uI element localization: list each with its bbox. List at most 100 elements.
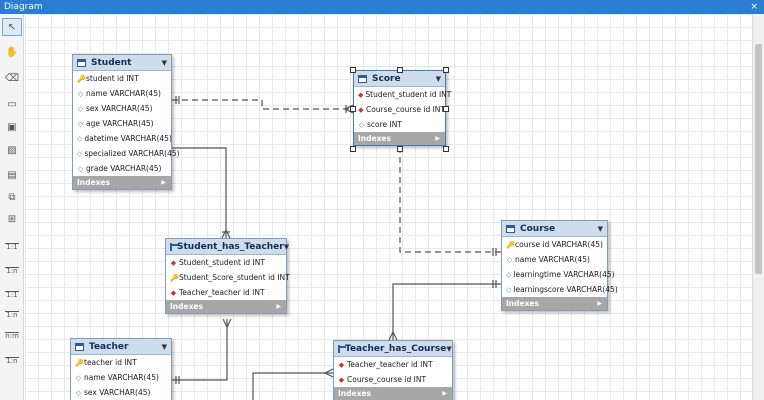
column-row[interactable]: ◇age VARCHAR(45)	[73, 116, 171, 131]
indexes-label: Indexes	[358, 134, 391, 143]
indexes-label: Indexes	[77, 178, 110, 187]
resize-handle[interactable]	[350, 146, 356, 152]
image-tool-icon[interactable]: ▨	[7, 144, 17, 156]
indexes-bar[interactable]: Indexes ▶	[334, 387, 452, 400]
table-course[interactable]: Course ▼ 🔑course id VARCHAR(45) ◇name VA…	[501, 220, 618, 311]
column-label: Teacher_teacher id INT	[179, 288, 265, 297]
column-row[interactable]: ◆Course_course id INT	[334, 372, 452, 387]
resize-handle[interactable]	[397, 146, 403, 152]
select-tool-icon[interactable]: ↖	[2, 18, 22, 36]
table-header[interactable]: Course ▼	[502, 221, 607, 237]
scrollbar-thumb[interactable]	[755, 44, 762, 274]
table-teacher[interactable]: Teacher ▼ 🔑teacher id INT ◇name VARCHAR(…	[70, 338, 172, 400]
chevron-right-icon[interactable]: ▶	[442, 390, 447, 397]
column-row[interactable]: ◇name VARCHAR(45)	[73, 86, 171, 101]
rel-1-1-identifying-tool[interactable]: 1:1	[2, 286, 22, 304]
chevron-down-icon[interactable]: ▼	[161, 342, 167, 351]
table-teacher-has-course[interactable]: Teacher_has_Course ▼ ◆Teacher_teacher id…	[333, 340, 453, 400]
vertical-scrollbar[interactable]	[752, 14, 764, 400]
resize-handle[interactable]	[350, 106, 356, 112]
table-header[interactable]: Score ▼	[354, 71, 445, 87]
column-row[interactable]: ◇specialized VARCHAR(45)	[73, 146, 180, 161]
column-label: learningscore VARCHAR(45)	[513, 285, 618, 294]
rel-1-n-non-identifying-tool[interactable]: 1:n	[2, 262, 22, 280]
resize-handle[interactable]	[443, 67, 449, 73]
table-icon	[338, 344, 346, 353]
indexes-bar[interactable]: Indexes ▶	[354, 132, 445, 145]
relationship-student-score[interactable]	[172, 96, 354, 114]
close-icon[interactable]: ×	[750, 2, 758, 12]
table-icon	[77, 58, 86, 67]
view-tool-icon[interactable]: ⧉	[8, 191, 16, 203]
indexes-bar[interactable]: Indexes ▶	[73, 176, 171, 189]
chevron-down-icon[interactable]: ▼	[283, 242, 290, 251]
rel-existing-columns-tool[interactable]: 1:n	[2, 352, 22, 370]
table-name: Student_has_Teacher	[177, 241, 284, 252]
column-label: teacher id INT	[84, 358, 137, 367]
column-row[interactable]: ◆Teacher_teacher id INT	[166, 285, 286, 300]
rel-n-m-identifying-tool[interactable]: n:m	[2, 327, 22, 345]
resize-handle[interactable]	[443, 106, 449, 112]
chevron-right-icon[interactable]: ▶	[597, 300, 602, 307]
chevron-down-icon[interactable]: ▼	[446, 344, 452, 353]
column-label: student id INT	[86, 74, 139, 83]
column-row[interactable]: ◆Student_student id INT	[354, 87, 451, 102]
chevron-right-icon[interactable]: ▶	[435, 135, 440, 142]
relationship-student-student-has-teacher[interactable]	[172, 147, 231, 239]
column-row[interactable]: 🔑teacher id INT	[71, 355, 171, 370]
column-row[interactable]: ◆Teacher_teacher id INT	[334, 357, 452, 372]
resize-handle[interactable]	[397, 67, 403, 73]
note-tool-icon[interactable]: ▣	[7, 121, 17, 133]
rel-1-n-identifying-tool[interactable]: 1:n	[2, 306, 22, 324]
column-row[interactable]: ◇grade VARCHAR(45)	[73, 161, 171, 176]
column-row[interactable]: ◇sex VARCHAR(45)	[71, 385, 171, 400]
indexes-label: Indexes	[338, 389, 371, 398]
column-label: learningtime VARCHAR(45)	[513, 270, 615, 279]
column-row[interactable]: ◇datetime VARCHAR(45)	[73, 131, 172, 146]
table-header[interactable]: Student ▼	[73, 55, 171, 71]
table-score[interactable]: Score ▼ ◆Student_student id INT ◆Course_…	[353, 70, 451, 146]
table-header[interactable]: Student_has_Teacher ▼	[166, 239, 290, 255]
column-diamond-icon: ◇	[77, 89, 84, 98]
relationship-teacher-student-has-teacher[interactable]	[172, 318, 232, 384]
rel-1-1-non-identifying-tool[interactable]: 1:1	[2, 238, 22, 256]
chevron-right-icon[interactable]: ▶	[276, 303, 281, 310]
relationship-course-score[interactable]	[399, 151, 501, 256]
routine-tool-icon[interactable]: ⊞	[7, 213, 17, 225]
key-icon: 🔑	[506, 240, 515, 249]
foreign-key-icon: ◆	[170, 258, 177, 267]
indexes-bar[interactable]: Indexes▶	[502, 297, 607, 310]
table-student-has-teacher[interactable]: Student_has_Teacher ▼ ◆Student_student i…	[165, 238, 290, 314]
foreign-key-icon: ◆	[170, 288, 177, 297]
resize-handle[interactable]	[443, 146, 449, 152]
indexes-bar[interactable]: Indexes▶	[166, 300, 286, 313]
relationship-teacher-teacher-has-course[interactable]	[252, 368, 334, 400]
column-row[interactable]: 🔑course id VARCHAR(45)	[502, 237, 607, 252]
rel-1-n-label: 1:n	[6, 267, 18, 275]
chevron-right-icon[interactable]: ▶	[161, 179, 166, 186]
column-row[interactable]: ◇learningtime VARCHAR(45)	[502, 267, 615, 282]
column-row[interactable]: 🔑student id INT	[73, 71, 171, 86]
table-header[interactable]: Teacher ▼	[71, 339, 171, 355]
hand-tool-icon[interactable]: ✋	[5, 46, 19, 58]
column-row[interactable]: ◇score INT	[354, 117, 445, 132]
layer-tool-icon[interactable]: ▭	[7, 98, 17, 110]
column-row[interactable]: ◆Course_course id INT	[354, 102, 445, 117]
chevron-down-icon[interactable]: ▼	[435, 74, 441, 83]
table-student[interactable]: Student ▼ 🔑student id INT ◇name VARCHAR(…	[72, 54, 180, 190]
column-row[interactable]: ◇learningscore VARCHAR(45)	[502, 282, 618, 297]
column-row[interactable]: ◇name VARCHAR(45)	[71, 370, 171, 385]
column-row[interactable]: 🔑Student_Score_student id INT	[166, 270, 290, 285]
column-row[interactable]: ◇sex VARCHAR(45)	[73, 101, 171, 116]
column-row[interactable]: ◇name VARCHAR(45)	[502, 252, 607, 267]
resize-handle[interactable]	[350, 67, 356, 73]
table-header[interactable]: Teacher_has_Course ▼	[334, 341, 452, 357]
column-row[interactable]: ◆Student_student id INT	[166, 255, 286, 270]
chevron-down-icon[interactable]: ▼	[161, 58, 167, 67]
rel-1-n-label: 1:n	[6, 311, 18, 319]
eraser-tool-icon[interactable]: ⌫	[4, 72, 20, 84]
relationship-course-teacher-has-course[interactable]	[388, 280, 501, 341]
table-tool-icon[interactable]: ▤	[7, 169, 17, 181]
chevron-down-icon[interactable]: ▼	[597, 224, 603, 233]
